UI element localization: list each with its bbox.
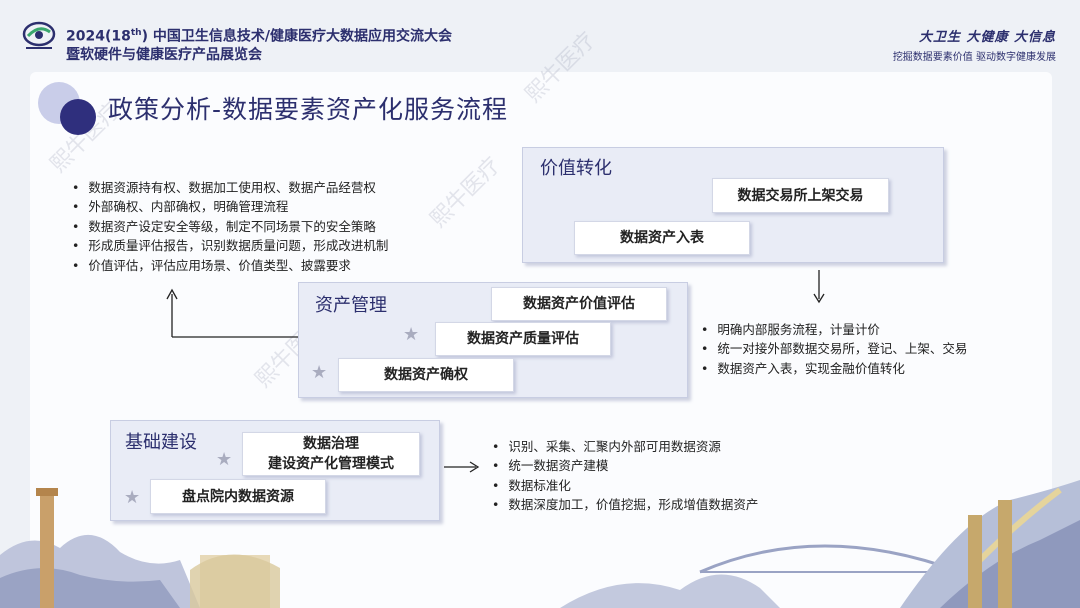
list-item: 识别、采集、汇聚内外部可用数据资源 xyxy=(492,437,758,456)
arrow-right-icon xyxy=(444,461,480,473)
list-item: 形成质量评估报告，识别数据质量问题，形成改进机制 xyxy=(72,236,388,255)
list-item: 数据资源持有权、数据加工使用权、数据产品经营权 xyxy=(72,178,388,197)
asset-recording-card: 数据资产入表 xyxy=(574,221,750,255)
quality-assessment-card: 数据资产质量评估 xyxy=(435,322,611,356)
list-item: 价值评估，评估应用场景、价值类型、披露要求 xyxy=(72,256,388,275)
list-item: 数据深度加工，价值挖掘，形成增值数据资产 xyxy=(492,495,758,514)
value-assessment-card: 数据资产价值评估 xyxy=(491,287,667,321)
star-icon: ★ xyxy=(124,487,141,508)
infrastructure-bullets: 识别、采集、汇聚内外部可用数据资源 统一数据资产建模 数据标准化 数据深度加工，… xyxy=(492,437,758,515)
page-title: 政策分析-数据要素资产化服务流程 xyxy=(108,95,509,124)
asset-management-label: 资产管理 xyxy=(315,295,387,316)
arrow-up-icon xyxy=(166,288,300,338)
data-inventory-card: 盘点院内数据资源 xyxy=(150,479,326,514)
value-bullets: 明确内部服务流程，计量计价 统一对接外部数据交易所，登记、上架、交易 数据资产入… xyxy=(701,320,967,378)
star-icon: ★ xyxy=(216,449,233,470)
landscape-illustration xyxy=(0,480,1080,608)
value-conversion-label: 价值转化 xyxy=(540,158,612,179)
list-item: 数据资产设定安全等级，制定不同场景下的安全策略 xyxy=(72,217,388,236)
asset-bullets: 数据资源持有权、数据加工使用权、数据产品经营权 外部确权、内部确权，明确管理流程… xyxy=(72,178,388,275)
slogan-sub: 挖掘数据要素价值 驱动数字健康发展 xyxy=(892,52,1056,63)
slogan-main: 大卫生 大健康 大信息 xyxy=(918,30,1056,45)
arrow-down-icon xyxy=(813,270,825,304)
list-item: 数据资产入表，实现金融价值转化 xyxy=(701,359,967,378)
data-governance-card: 数据治理 建设资产化管理模式 xyxy=(242,432,420,476)
list-item: 数据标准化 xyxy=(492,476,758,495)
slogan: 大卫生 大健康 大信息 挖掘数据要素价值 驱动数字健康发展 xyxy=(893,26,1056,63)
list-item: 统一对接外部数据交易所，登记、上架、交易 xyxy=(701,339,967,358)
infrastructure-label: 基础建设 xyxy=(125,432,197,453)
list-item: 统一数据资产建模 xyxy=(492,456,758,475)
star-icon: ★ xyxy=(311,362,328,383)
rights-confirmation-card: 数据资产确权 xyxy=(338,358,514,392)
conference-logo xyxy=(22,21,56,49)
star-icon: ★ xyxy=(403,324,420,345)
header-bar xyxy=(0,0,1080,62)
exchange-listing-card: 数据交易所上架交易 xyxy=(712,178,889,213)
list-item: 明确内部服务流程，计量计价 xyxy=(701,320,967,339)
title-decoration-circle xyxy=(60,99,96,135)
list-item: 外部确权、内部确权，明确管理流程 xyxy=(72,197,388,216)
conference-title: 2024(18th) 中国卫生信息技术/健康医疗大数据应用交流大会 暨软硬件与健… xyxy=(66,28,452,63)
